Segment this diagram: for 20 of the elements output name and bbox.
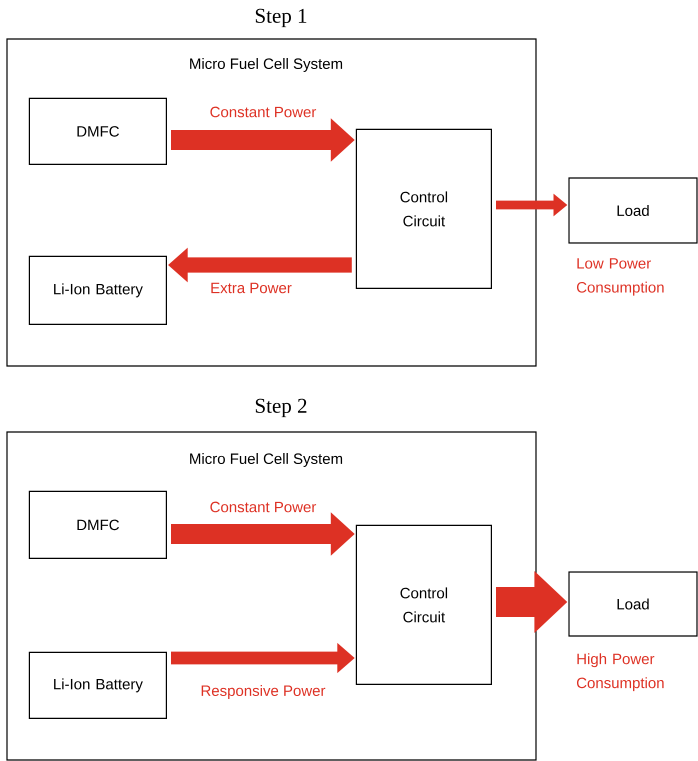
- component-box: DMFC: [28, 490, 167, 559]
- system-frame: [6, 38, 537, 367]
- component-box: Control Circuit: [356, 524, 492, 685]
- frame-heading: Micro Fuel Cell System: [190, 453, 342, 467]
- edge-label: Extra Power: [211, 282, 292, 294]
- component-box: Li-Ion Battery: [28, 256, 167, 325]
- frame-heading: Micro Fuel Cell System: [190, 58, 342, 72]
- component-box: DMFC: [28, 98, 167, 165]
- system-frame: [6, 431, 537, 761]
- step-title: Step 2: [256, 398, 306, 418]
- load-box: Load: [568, 571, 698, 637]
- load-box: Load: [568, 177, 698, 244]
- edge-label: Constant Power: [210, 502, 316, 512]
- edge-label: Constant Power: [210, 106, 316, 118]
- consumption-note: Low Power Consumption: [576, 258, 664, 296]
- consumption-note: High Power Consumption: [576, 653, 664, 692]
- step-title: Step 1: [256, 8, 306, 28]
- component-box: Li-Ion Battery: [28, 652, 167, 719]
- edge-label: Responsive Power: [202, 685, 326, 699]
- component-box: Control Circuit: [356, 128, 492, 289]
